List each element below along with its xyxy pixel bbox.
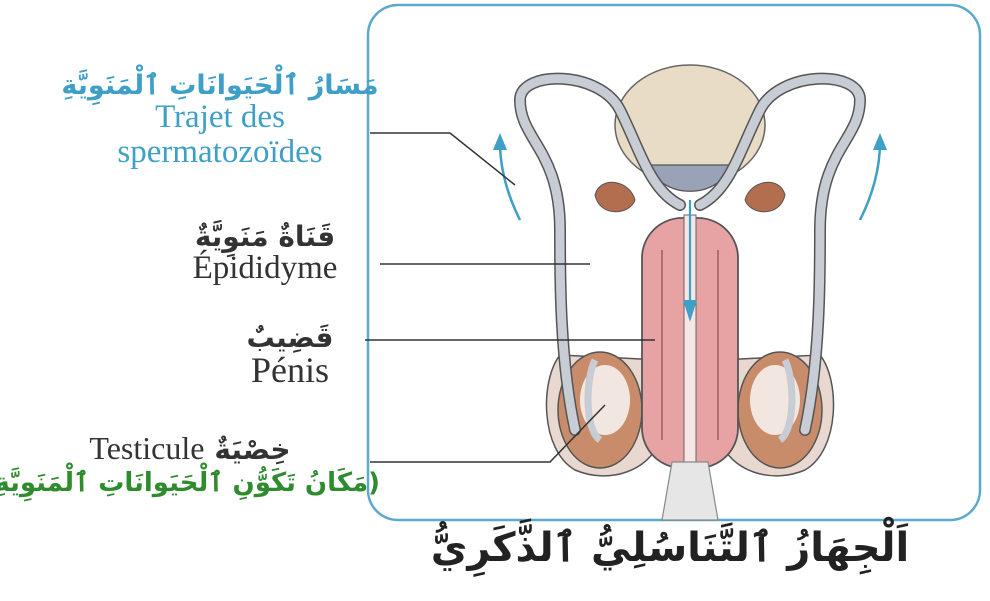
label-trajet-fr2: spermatozoïdes — [55, 135, 385, 170]
label-epididyme-ar: قَنَاةٌ مَنَوِيَّةٌ — [150, 222, 380, 251]
label-testicule: Testicule خِصْيَةٌ (مَكَانُ تَكَوُّنِ ٱل… — [0, 432, 380, 497]
diagram-caption: اَلْجِهَازُ ٱلتَّنَاسُلِيُّ ٱلذَّكَرِيُّ — [420, 527, 920, 569]
label-penis-ar: قَضِيبٌ — [220, 323, 360, 352]
label-trajet: مَسَارُ ٱلْحَيَوانَاتِ ٱلْمَنَوِيَّةِ Tr… — [55, 72, 385, 170]
glans-tube — [662, 462, 718, 520]
label-trajet-fr: Trajet des — [55, 100, 385, 135]
label-testicule-fr: Testicule — [89, 432, 204, 466]
label-trajet-ar: مَسَارُ ٱلْحَيَوانَاتِ ٱلْمَنَوِيَّةِ — [55, 72, 385, 100]
label-epididyme: قَنَاةٌ مَنَوِيَّةٌ Épididyme — [150, 222, 380, 286]
label-testicule-note: (مَكَانُ تَكَوُّنِ ٱلْحَيَوانَاتِ ٱلْمَن… — [0, 470, 380, 497]
label-penis: قَضِيبٌ Pénis — [220, 323, 360, 390]
label-penis-fr: Pénis — [220, 352, 360, 390]
label-epididyme-fr: Épididyme — [150, 251, 380, 286]
label-testicule-ar: خِصْيَةٌ — [214, 435, 290, 464]
